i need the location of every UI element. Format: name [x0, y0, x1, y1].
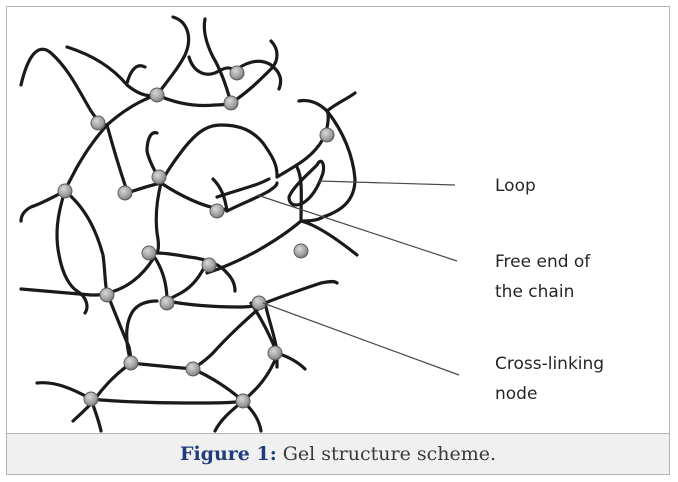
- free-end-label-line2: the chain: [495, 282, 574, 302]
- chain: [107, 95, 157, 125]
- cross-link-node: [150, 88, 164, 102]
- chain: [157, 253, 189, 257]
- chain: [327, 93, 355, 111]
- chain: [157, 17, 189, 95]
- caption-text: Gel structure scheme.: [283, 443, 496, 465]
- chain: [73, 363, 131, 421]
- loop-label: Loop: [495, 176, 536, 196]
- cross-link-node: [91, 116, 105, 130]
- cross-link-node: [100, 288, 114, 302]
- cross-link-node: [320, 128, 334, 142]
- chain: [65, 125, 107, 191]
- chain: [131, 363, 193, 369]
- cross-link-node: [210, 204, 224, 218]
- chain: [153, 255, 167, 301]
- labels: Loop Free end of the chain Cross-linking…: [495, 176, 604, 404]
- cross-link-node: [224, 96, 238, 110]
- chain: [207, 221, 301, 273]
- chain: [277, 111, 328, 177]
- chain: [204, 19, 231, 103]
- chain: [37, 383, 91, 399]
- chain: [167, 261, 207, 301]
- pointer-lines: [257, 181, 459, 375]
- chain: [297, 167, 301, 221]
- chain: [91, 399, 243, 403]
- chain: [301, 221, 357, 255]
- chain: [299, 100, 327, 111]
- cross-link-node: [84, 392, 98, 406]
- cross-link-node: [142, 246, 156, 260]
- cross-link-label-line2: node: [495, 384, 537, 404]
- gel-structure-diagram: Loop Free end of the chain Cross-linking…: [7, 7, 669, 433]
- cross-link-node: [230, 66, 244, 80]
- chain: [157, 95, 231, 106]
- cross-link-node: [186, 362, 200, 376]
- free-end-label-line1: Free end of: [495, 252, 591, 272]
- cross-link-node: [160, 296, 174, 310]
- cross-link-node: [124, 356, 138, 370]
- chain: [193, 303, 265, 369]
- figure-caption: Figure 1: Gel structure scheme.: [7, 433, 669, 474]
- chain: [127, 66, 145, 83]
- cross-link-node: [294, 244, 308, 258]
- cross-link-node: [202, 258, 216, 272]
- cross-link-node: [118, 186, 132, 200]
- chain: [21, 49, 107, 125]
- cross-link-node: [268, 346, 282, 360]
- cross-link-pointer: [263, 303, 459, 375]
- chain: [193, 369, 243, 401]
- chain: [161, 125, 277, 183]
- chain: [107, 125, 127, 193]
- chain: [265, 282, 337, 304]
- diagram-svg: Loop Free end of the chain Cross-linking…: [7, 7, 669, 433]
- cross-link-node: [152, 170, 166, 184]
- cross-linking-nodes: [58, 66, 334, 408]
- chain: [21, 289, 107, 295]
- chain: [65, 191, 107, 293]
- caption-label: Figure 1:: [180, 443, 277, 465]
- chain: [67, 47, 157, 96]
- cross-link-node: [236, 394, 250, 408]
- cross-link-node: [58, 184, 72, 198]
- free-end-pointer: [257, 195, 457, 261]
- chain: [156, 183, 161, 253]
- chain: [107, 259, 153, 293]
- loop-pointer: [319, 181, 455, 185]
- cross-link-label-line1: Cross-linking: [495, 354, 604, 374]
- figure-frame: Loop Free end of the chain Cross-linking…: [6, 6, 670, 475]
- chain: [243, 355, 277, 401]
